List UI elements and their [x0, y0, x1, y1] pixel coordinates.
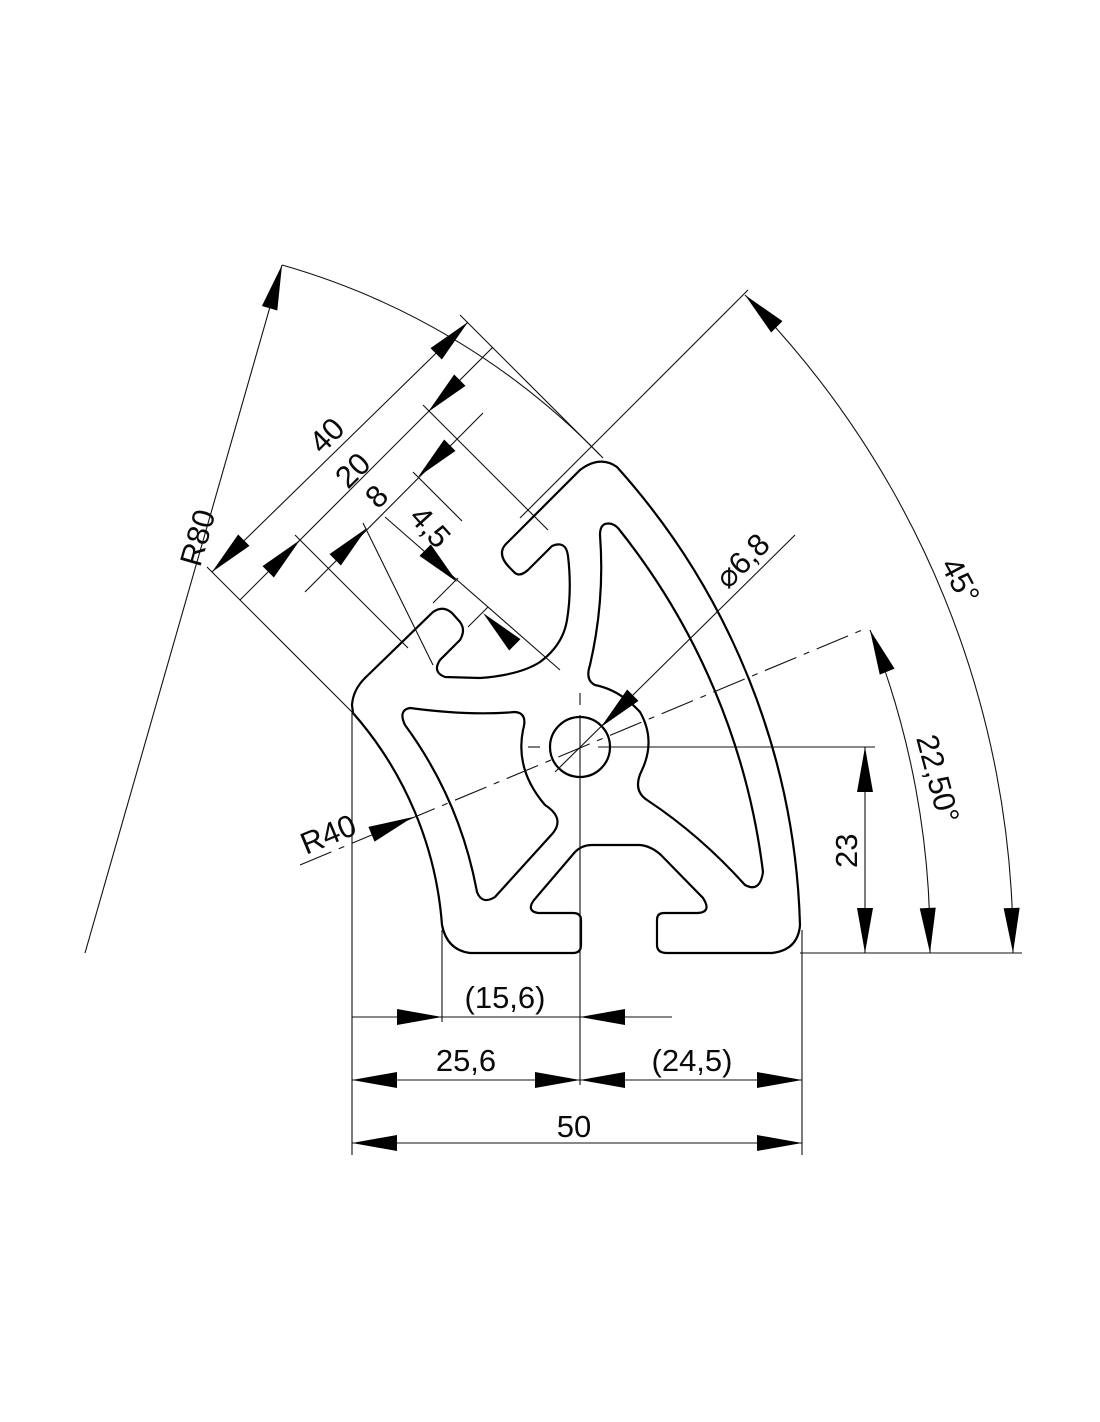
arrowhead — [857, 747, 873, 792]
extension-lines — [206, 289, 1022, 1155]
arrowhead — [757, 1072, 802, 1088]
label-23: 23 — [829, 834, 864, 868]
label-r80: R80 — [173, 506, 222, 570]
arrowhead — [261, 265, 282, 311]
arrowhead — [329, 528, 367, 566]
label-15-6: (15,6) — [465, 980, 546, 1015]
label-r40: R40 — [295, 807, 361, 861]
label-45deg: 45° — [934, 552, 987, 610]
right-pocket — [587, 522, 765, 889]
label-4-5: 4,5 — [403, 499, 458, 554]
arrowhead — [419, 544, 457, 582]
label-22-5deg: 22,50° — [909, 731, 966, 827]
arrowhead — [428, 374, 466, 412]
arrowhead — [580, 1009, 625, 1025]
label-24-5: (24,5) — [652, 1043, 733, 1078]
arrowhead — [483, 613, 521, 651]
arrowhead — [745, 295, 783, 333]
arrowhead — [857, 908, 873, 953]
arrowhead — [418, 439, 456, 477]
dimension-arrows — [212, 265, 1020, 1151]
arrowhead — [430, 322, 468, 360]
arrowhead — [601, 689, 639, 727]
label-50: 50 — [557, 1109, 591, 1144]
arrowhead — [352, 1072, 397, 1088]
label-diameter: ⌀6,8 — [708, 527, 776, 595]
arrowhead — [212, 534, 250, 572]
arrowhead — [368, 817, 413, 842]
left-pocket — [401, 706, 559, 902]
dimension-lines — [84, 264, 1014, 1144]
arrowhead — [535, 1072, 580, 1088]
arrowhead — [1003, 907, 1020, 953]
arrowhead — [870, 630, 895, 675]
label-40: 40 — [302, 411, 351, 460]
label-8: 8 — [358, 478, 395, 515]
arrowhead — [262, 540, 300, 578]
profile-outer-contour — [350, 460, 802, 955]
arrowhead — [757, 1135, 802, 1151]
label-25-6: 25,6 — [436, 1043, 496, 1078]
arrowhead — [919, 907, 936, 953]
arrowhead — [580, 1072, 625, 1088]
arrowhead — [397, 1009, 442, 1025]
arrowhead — [352, 1135, 397, 1151]
